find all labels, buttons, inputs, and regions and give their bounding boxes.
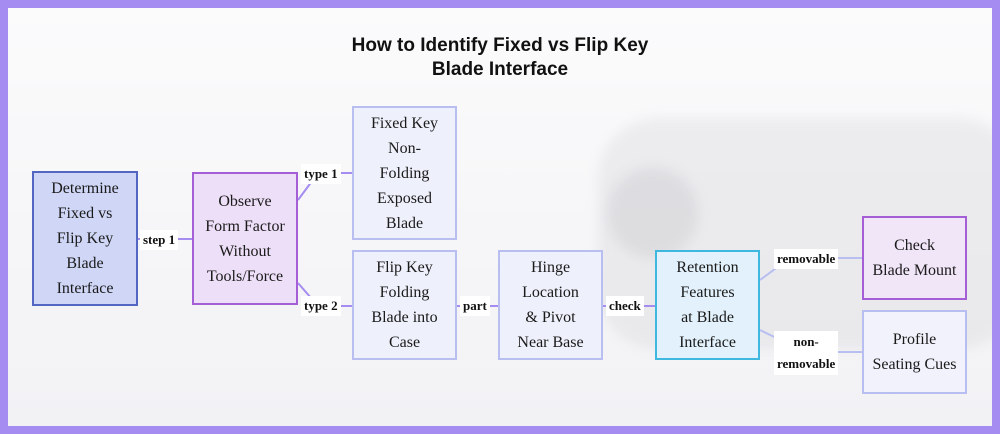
node-text-line: Hinge xyxy=(530,259,571,276)
edge-label-part: part xyxy=(460,296,490,316)
node-text-line: Exposed xyxy=(376,189,433,207)
edge-label-line: non- xyxy=(793,334,819,349)
background-photo-shape xyxy=(608,168,698,258)
title-line: How to Identify Fixed vs Flip Key xyxy=(351,35,649,56)
node-text-line: Tools/Force xyxy=(206,267,284,285)
node-text-line: Flip Key xyxy=(376,259,433,276)
edge-label-non-removable: non- removable xyxy=(774,331,839,375)
node-text-line: Blade Mount xyxy=(872,262,957,279)
node-text-line: Near Base xyxy=(517,334,584,351)
node-text-line: Form Factor xyxy=(205,217,285,235)
node-flip-key: Flip Key Folding Blade into Case xyxy=(352,250,457,360)
node-text-line: Case xyxy=(388,334,421,351)
node-text-line: Blade xyxy=(385,214,424,232)
edge-label-step1: step 1 xyxy=(140,230,179,250)
node-text-line: Determine xyxy=(51,180,119,197)
node-check-blade-mount: Check Blade Mount xyxy=(862,216,967,300)
edge-label-type2: type 2 xyxy=(301,296,341,316)
edge-label-line: removable xyxy=(777,356,836,371)
node-text-line: Location xyxy=(522,284,579,301)
node-text-line: Folding xyxy=(379,164,430,182)
node-text-line: Observe xyxy=(218,192,272,210)
node-profile-seating: Profile Seating Cues xyxy=(862,310,967,394)
node-text-line: at Blade xyxy=(681,309,734,326)
node-observe: Observe Form Factor Without Tools/Force xyxy=(192,172,298,305)
node-text-line: Features xyxy=(680,284,735,301)
node-text-line: Interface xyxy=(56,280,114,297)
node-text-line: & Pivot xyxy=(525,309,576,326)
node-text-line: Interface xyxy=(679,334,736,351)
node-text-line: Without xyxy=(219,242,271,260)
node-text-line: Folding xyxy=(379,284,430,301)
node-determine: Determine Fixed vs Flip Key Blade Interf… xyxy=(32,171,138,306)
node-hinge: Hinge Location & Pivot Near Base xyxy=(498,250,603,360)
node-text-line: Fixed Key xyxy=(370,114,439,132)
diagram-title: How to Identify Fixed vs Flip Key Blade … xyxy=(0,34,1000,82)
title-line: Blade Interface xyxy=(431,59,569,80)
node-text-line: Profile xyxy=(892,331,937,348)
node-text-line: Retention xyxy=(676,259,739,276)
edge-label-check: check xyxy=(606,296,644,316)
node-retention: Retention Features at Blade Interface xyxy=(655,250,760,360)
edge-label-type1: type 1 xyxy=(301,164,341,184)
node-text-line: Blade xyxy=(66,255,104,272)
node-text-line: Fixed vs xyxy=(57,205,113,222)
node-text-line: Seating Cues xyxy=(872,356,957,373)
node-text-line: Non- xyxy=(388,139,421,157)
node-text-line: Check xyxy=(894,237,935,254)
node-text-line: Blade into xyxy=(371,309,438,326)
edge-label-removable: removable xyxy=(774,249,839,269)
node-fixed-key: Fixed Key Non- Folding Exposed Blade xyxy=(352,106,457,240)
node-text-line: Flip Key xyxy=(56,230,114,247)
